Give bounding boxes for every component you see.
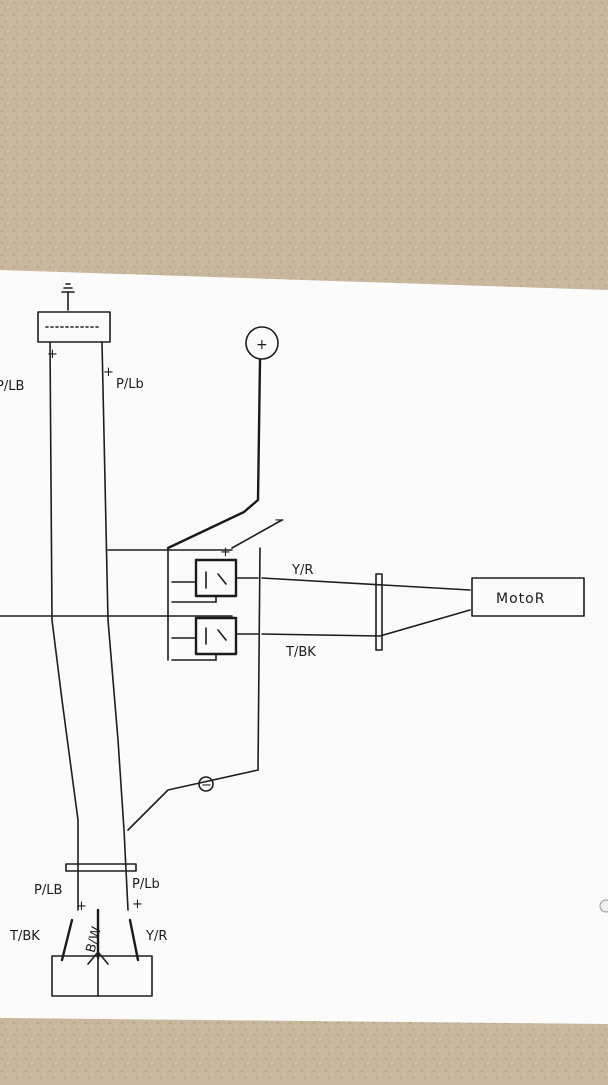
wire-y-r (261, 577, 471, 591)
label-y-r-bottom: Y/R (145, 929, 167, 944)
relay-upper (171, 558, 259, 603)
bottom-clamp-bar (65, 863, 137, 872)
wire-positive-feed (166, 358, 262, 550)
wire-bottom-t-bk (60, 918, 74, 962)
label-t-bk-bottom: T/BK (9, 929, 40, 944)
plus-mark-bottom-left: + (76, 899, 87, 914)
ground-tick-relay (231, 519, 283, 549)
label-p-lb-bottom-left: P/LB (34, 883, 62, 898)
svg-text:+: + (256, 337, 269, 353)
negative-symbol: − (198, 776, 214, 793)
plus-mark-bottom-right: + (132, 897, 143, 912)
bottom-connector-mark (87, 951, 109, 965)
label-motor: MotoR (496, 591, 545, 607)
wire-right-vertical (101, 341, 129, 911)
label-y-r: Y/R (291, 563, 313, 578)
label-t-bk: T/BK (285, 645, 316, 660)
label-p-lb-top: P/Lb (116, 377, 144, 392)
plus-mark-top-left: + (47, 347, 58, 362)
battery-positive-terminal: + (245, 326, 279, 360)
relay-upper-plus: + (220, 545, 231, 560)
motor-box (471, 577, 585, 617)
label-b-w: B/W (84, 925, 105, 954)
wire-left-vertical (49, 341, 79, 911)
ground-symbol (61, 283, 75, 311)
svg-text:−: − (201, 778, 212, 793)
relay-lower (171, 616, 259, 661)
binder-hole (599, 899, 608, 913)
wire-bottom-y-r (128, 918, 140, 962)
motor-connector-bar (375, 573, 383, 651)
label-p-lb-left: P/LB (0, 379, 24, 394)
plus-mark-top-right: + (103, 365, 114, 380)
relay-bus-right (257, 547, 261, 771)
ground-tick-mark: − (274, 513, 285, 528)
paper-sheet (0, 270, 608, 1024)
wire-negative-return (127, 769, 259, 831)
wire-t-bk (261, 609, 471, 637)
label-p-lb-bottom-right: P/Lb (132, 877, 160, 892)
top-connector-box (37, 311, 111, 343)
